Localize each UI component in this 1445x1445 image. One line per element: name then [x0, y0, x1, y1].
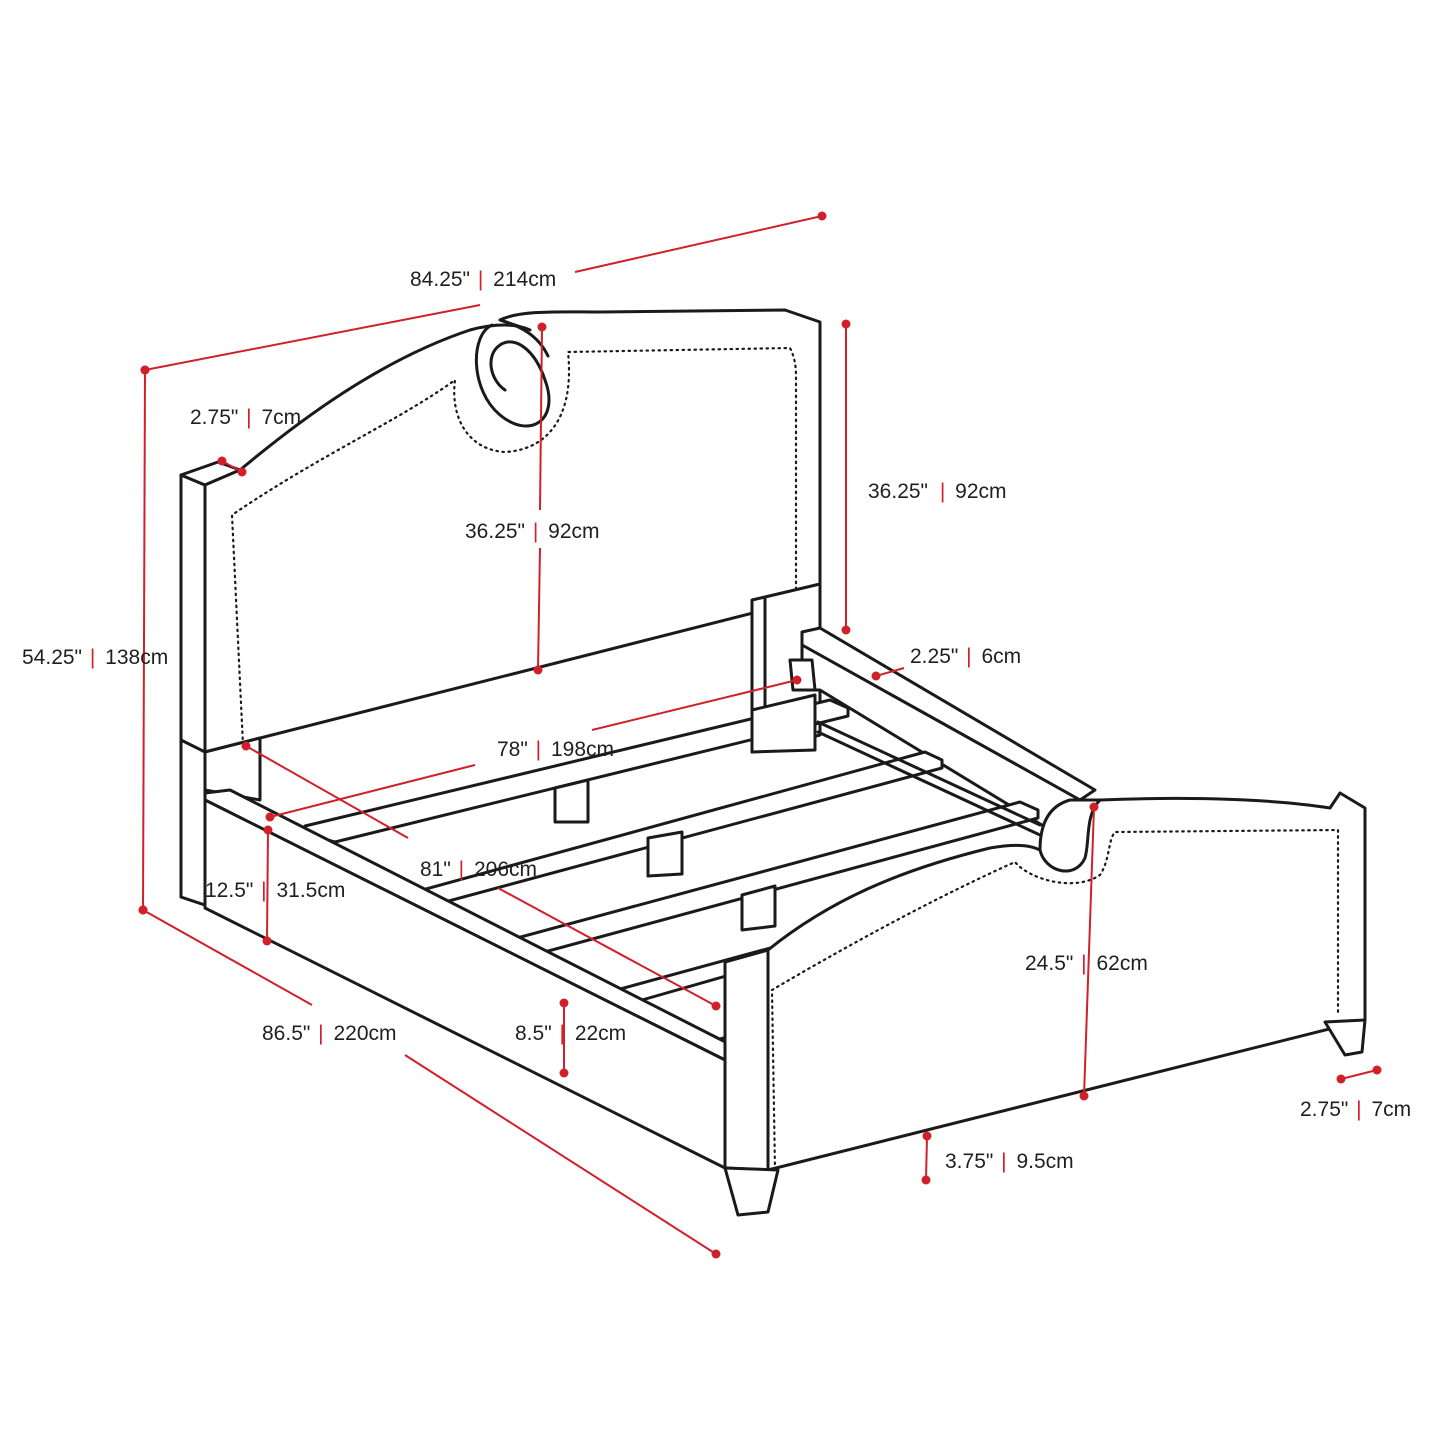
svg-text:86.5" | 220cm: 86.5" | 220cm	[262, 1022, 397, 1045]
dim-clearance-in: 12.5"	[205, 879, 253, 902]
svg-text:84.25" | 214cm: 84.25" | 214cm	[410, 268, 556, 291]
dim-overall-height-cm: 138cm	[105, 646, 168, 669]
dim-headboard-thickness: 2.75" | 7cm	[190, 406, 301, 477]
svg-text:54.25" | 138cm: 54.25" | 138cm	[22, 646, 168, 669]
headboard-panel	[203, 308, 822, 754]
svg-text:36.25" | 92cm: 36.25" | 92cm	[465, 520, 600, 543]
dim-headboard-panel-center-cm: 92cm	[548, 520, 599, 543]
svg-text:2.75" | 7cm: 2.75" | 7cm	[1300, 1098, 1411, 1121]
footboard-leg-front	[723, 1166, 780, 1217]
dim-leg-width-in: 2.75"	[1300, 1098, 1348, 1121]
dim-inner-length-cm: 206cm	[474, 858, 537, 881]
dim-headboard-panel-center-in: 36.25"	[465, 520, 525, 543]
dim-inner-width-cm: 198cm	[551, 738, 614, 761]
dim-leg-height-in: 3.75"	[945, 1150, 993, 1173]
dim-inner-width-in: 78"	[497, 738, 528, 761]
svg-text:81" | 206cm: 81" | 206cm	[420, 858, 537, 881]
dim-headboard-thickness-cm: 7cm	[261, 406, 301, 429]
dim-leg-width: 2.75" | 7cm	[1300, 1065, 1411, 1121]
svg-text:36.25" | 92cm: 36.25" | 92cm	[868, 480, 1007, 503]
svg-text:12.5" | 31.5cm: 12.5" | 31.5cm	[205, 879, 345, 902]
dim-inner-length: 81" | 206cm	[241, 741, 721, 1011]
right-side-rail	[800, 626, 1097, 802]
footboard-leg-right	[1323, 1018, 1367, 1057]
bed-illustration	[179, 308, 1367, 1217]
svg-text:2.75" | 7cm: 2.75" | 7cm	[190, 406, 301, 429]
dim-overall-height: 54.25" | 138cm	[22, 365, 168, 915]
dim-leg-width-cm: 7cm	[1371, 1098, 1411, 1121]
dim-footboard-height-in: 24.5"	[1025, 952, 1073, 975]
footboard-nailhead-trim	[770, 828, 1340, 1172]
dim-rail-height-cm: 22cm	[575, 1022, 626, 1045]
dim-footboard-height-cm: 62cm	[1096, 952, 1147, 975]
svg-text:3.75" | 9.5cm: 3.75" | 9.5cm	[945, 1150, 1074, 1173]
dim-clearance: 12.5" | 31.5cm	[205, 825, 345, 946]
dim-side-rail-thickness: 2.25" | 6cm	[871, 645, 1021, 681]
dim-footboard-height: 24.5" | 62cm	[1025, 802, 1148, 1101]
dim-overall-length-in: 86.5"	[262, 1022, 310, 1045]
dim-side-rail-thickness-in: 2.25"	[910, 645, 958, 668]
headboard-nailhead-trim	[230, 346, 798, 747]
svg-text:78" | 198cm: 78" | 198cm	[497, 738, 614, 761]
dim-overall-length-cm: 220cm	[333, 1022, 396, 1045]
dim-overall-length: 86.5" | 220cm	[138, 905, 721, 1259]
dim-headboard-panel-right-cm: 92cm	[955, 480, 1006, 503]
dim-headboard-width-cm: 214cm	[493, 268, 556, 291]
dim-inner-width: 78" | 198cm	[265, 675, 802, 822]
dim-headboard-panel-right: 36.25" | 92cm	[841, 319, 1007, 635]
dim-headboard-thickness-in: 2.75"	[190, 406, 238, 429]
svg-text:24.5" | 62cm: 24.5" | 62cm	[1025, 952, 1148, 975]
headboard-scroll	[474, 323, 551, 428]
dimension-annotations: 84.25" | 214cm 2.75" | 7cm 54.25" |	[22, 211, 1411, 1259]
footboard-panel	[723, 791, 1367, 1172]
dim-rail-height: 8.5" | 22cm	[515, 998, 626, 1078]
svg-text:2.25" | 6cm: 2.25" | 6cm	[910, 645, 1021, 668]
dim-overall-height-in: 54.25"	[22, 646, 82, 669]
slat-2	[413, 750, 944, 908]
dim-leg-height-cm: 9.5cm	[1016, 1150, 1073, 1173]
dim-rail-height-in: 8.5"	[515, 1022, 552, 1045]
dim-leg-height: 3.75" | 9.5cm	[921, 1131, 1074, 1185]
svg-text:8.5" | 22cm: 8.5" | 22cm	[515, 1022, 626, 1045]
dim-clearance-cm: 31.5cm	[276, 879, 345, 902]
dim-side-rail-thickness-cm: 6cm	[981, 645, 1021, 668]
dim-headboard-panel-center: 36.25" | 92cm	[465, 322, 600, 675]
dim-headboard-panel-right-in: 36.25"	[868, 480, 928, 503]
footboard-front-face	[723, 948, 770, 1172]
dim-headboard-width-in: 84.25"	[410, 268, 470, 291]
dim-inner-length-in: 81"	[420, 858, 451, 881]
